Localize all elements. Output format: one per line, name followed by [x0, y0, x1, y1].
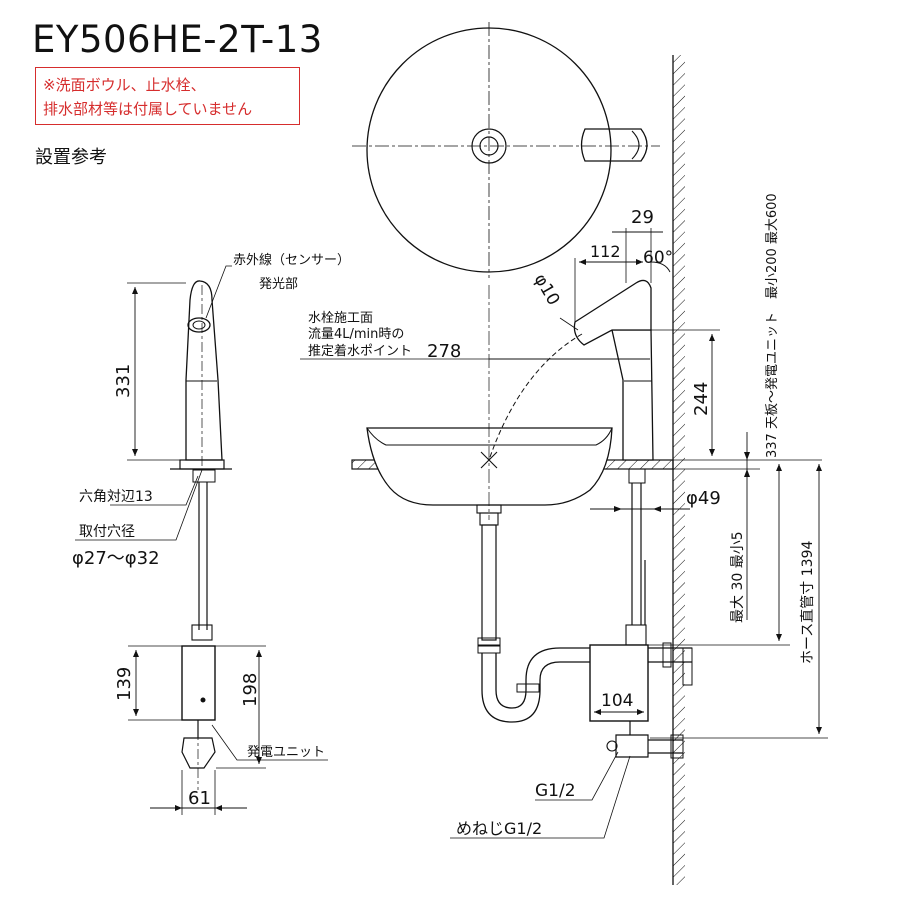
faucet-plan-shape [580, 128, 648, 162]
installation-reference-label: 設置参考 [35, 147, 107, 168]
notice-box: ※洗面ボウル、止水栓、 排水部材等は付属していません [35, 67, 300, 125]
dim-112-label: 112 [590, 242, 621, 261]
sensor-window-inner [192, 320, 206, 330]
g12-label: G1/2 [535, 781, 576, 801]
drain-nut-2 [477, 645, 501, 654]
hex-label: 六角対辺13 [79, 489, 153, 505]
range-vertical-label: 337 天板～発電ユニット 最小200 最大600 [765, 193, 780, 458]
left-stop-valve [181, 737, 216, 769]
left-generator-unit [181, 645, 216, 721]
dia-49-label: φ49 [686, 488, 721, 509]
faucet-plan-head [631, 130, 640, 160]
vessel-basin-rim [366, 427, 613, 446]
stop-valve-knob [606, 740, 618, 752]
angle-60-label: 60° [643, 248, 673, 268]
generator-label: 発電ユニット [247, 745, 325, 760]
p-trap [481, 647, 590, 723]
sensor-label: 赤外線（センサー） [233, 252, 350, 268]
right-generator-unit [589, 644, 649, 722]
water-trajectory [488, 333, 583, 461]
drain-nut-1 [477, 637, 501, 646]
dim-331-label: 331 [113, 364, 134, 398]
dim-29-label: 29 [631, 207, 654, 228]
left-faucet-body [185, 280, 223, 461]
wall-pipe-upper [682, 647, 693, 686]
right-faucet-body [611, 329, 654, 461]
hex-leader [110, 475, 199, 506]
dim-139-label: 139 [114, 667, 135, 701]
dia-10-leader [559, 317, 579, 331]
vessel-basin [366, 427, 613, 506]
g12-leader [535, 751, 619, 801]
wall [672, 55, 685, 885]
water-point-line1: 水栓施工面 [308, 311, 373, 326]
dim-198-label: 198 [240, 673, 261, 707]
generator-leader [211, 724, 328, 761]
drain-outer-ring [471, 128, 507, 164]
right-view [300, 228, 828, 839]
sensor-window-icon [187, 317, 211, 333]
top-view [352, 22, 660, 278]
female-g12-label: めねじG1/2 [456, 819, 542, 838]
left-view [75, 265, 328, 815]
model-title: EY506HE-2T-13 [32, 18, 323, 61]
thickness-label: 最大 30 最小5 [730, 531, 746, 623]
water-point-line3: 推定着水ポイント [308, 343, 412, 359]
dia-10-label: φ10 [530, 271, 564, 309]
left-shank-nut [192, 469, 216, 483]
dim-278-label: 278 [427, 341, 461, 362]
generator-indicator-dot [200, 697, 206, 703]
water-point-line2: 流量4L/min時の [308, 327, 404, 342]
drain-pipe [481, 524, 497, 641]
right-stop-valve [615, 734, 649, 758]
notice-line-1: ※洗面ボウル、止水栓、 [43, 76, 206, 94]
left-hose-coupler [191, 624, 213, 641]
hole-range-label: φ27～φ32 [72, 548, 160, 569]
landing-point-mark [480, 451, 498, 469]
wall-pipe-lower [670, 734, 684, 759]
drain-inner-ring [479, 136, 499, 156]
trap-nut [516, 683, 540, 693]
emitter-label: 発光部 [259, 277, 298, 292]
sensor-leader [205, 265, 232, 319]
hole-leader [75, 469, 203, 541]
hole-label: 取付穴径 [79, 524, 135, 540]
wall-flange-upper [662, 642, 672, 668]
thickness-arrows [744, 452, 750, 477]
angle-60-arc [650, 261, 671, 273]
dim-244-label: 244 [691, 382, 712, 416]
dim-104-label: 104 [601, 691, 633, 711]
notice-line-2: 排水部材等は付属していません [43, 100, 253, 118]
dim-61-label: 61 [188, 788, 211, 809]
right-hose-coupler [625, 624, 647, 646]
right-shank-nut [628, 468, 646, 484]
female-g12-leader [450, 755, 631, 839]
wall-hatch [673, 55, 685, 885]
hose-length-label: ホース直管寸 1394 [799, 541, 816, 664]
